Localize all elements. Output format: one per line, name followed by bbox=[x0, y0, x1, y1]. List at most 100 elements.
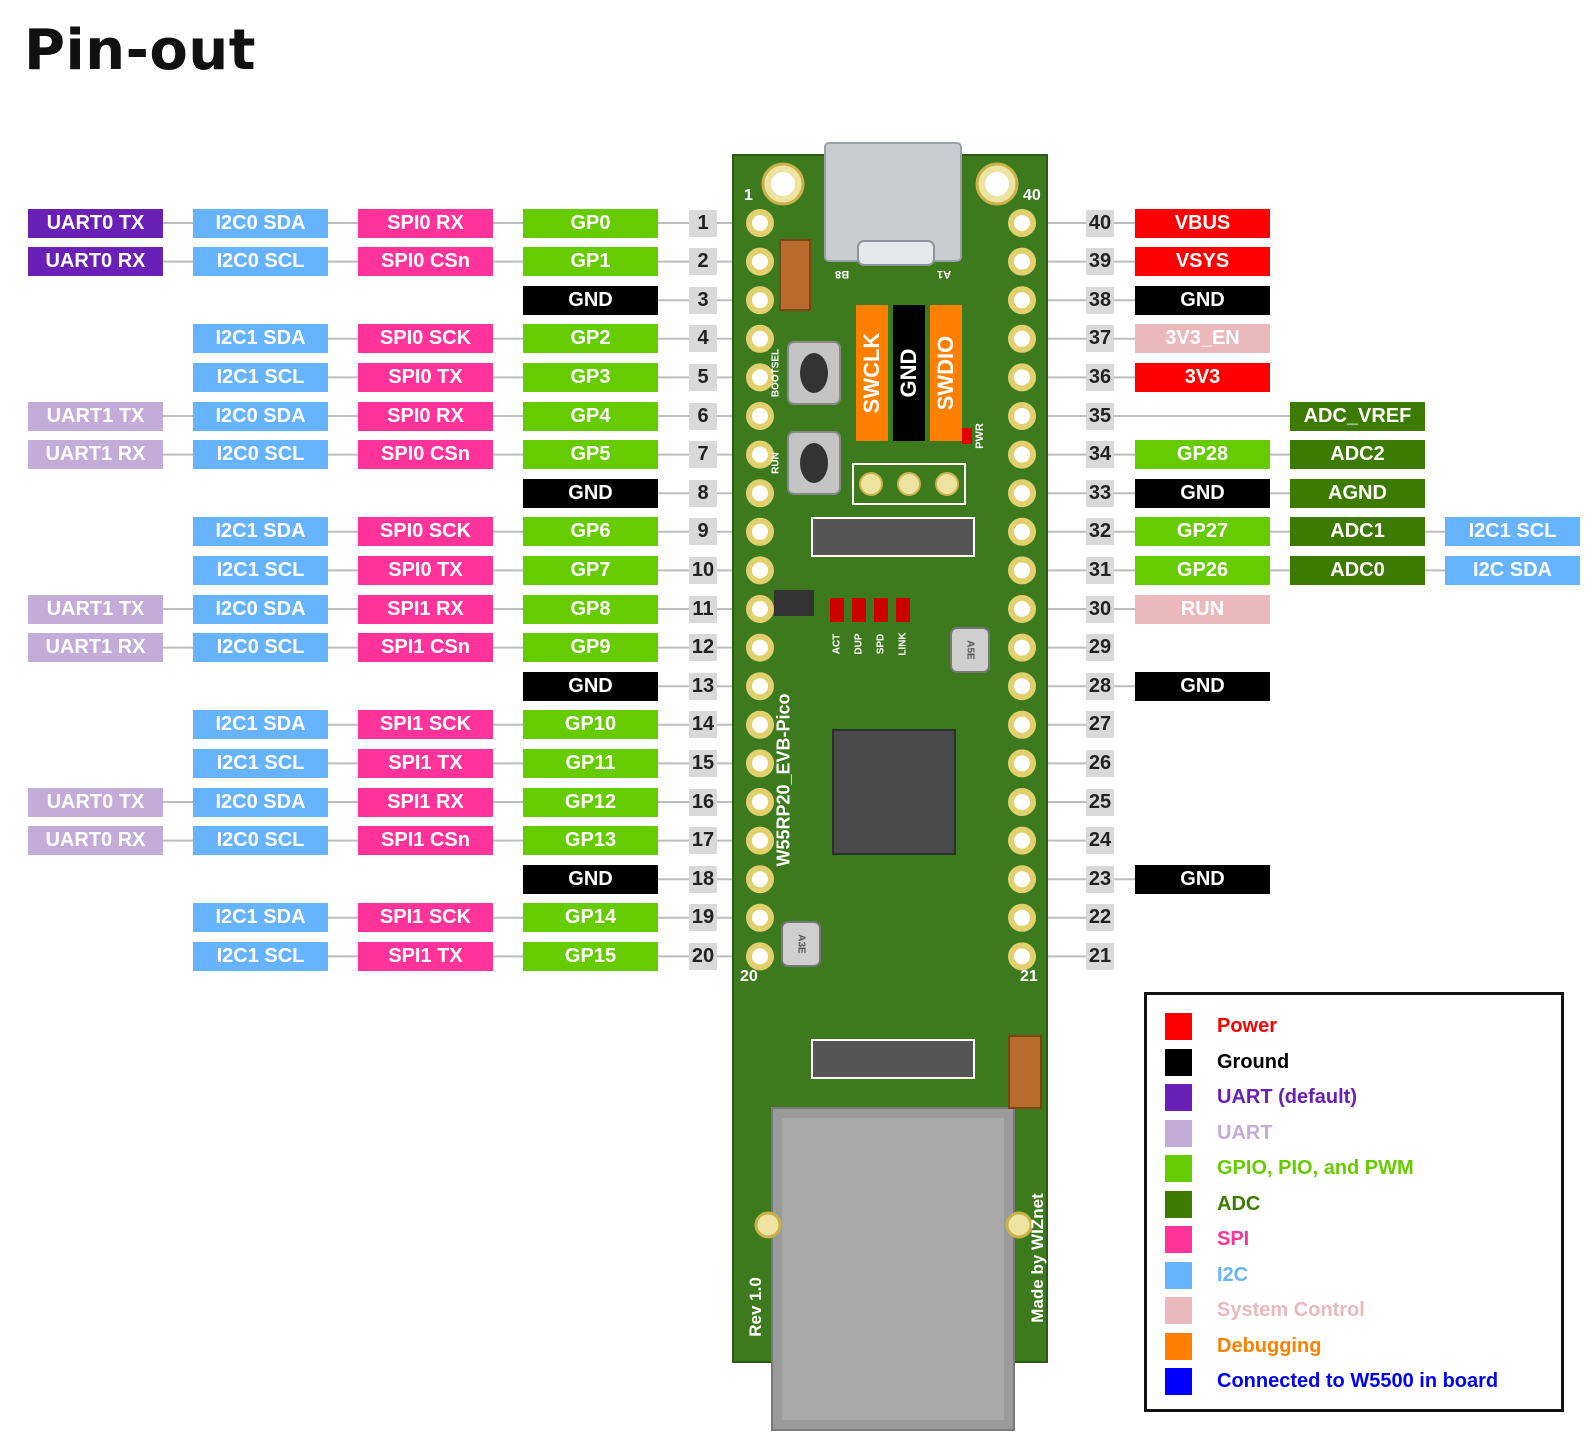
pin-pads bbox=[746, 209, 1036, 971]
legend-label: Power bbox=[1217, 1015, 1278, 1037]
pin-number: 39 bbox=[1086, 248, 1114, 276]
pin-label: I2C0 SDA bbox=[193, 787, 328, 817]
pin-pad bbox=[746, 402, 774, 430]
debug-swdio-bar bbox=[930, 305, 962, 441]
pin-label: I2C1 SCL bbox=[1445, 517, 1580, 547]
pin-pad bbox=[1008, 788, 1036, 816]
pin-pad bbox=[746, 209, 774, 237]
pin-pad bbox=[746, 324, 774, 353]
legend-swatch bbox=[1165, 1084, 1192, 1111]
pin-number: 5 bbox=[689, 363, 717, 391]
pin-label: VSYS bbox=[1135, 247, 1270, 277]
legend-swatch bbox=[1165, 1155, 1192, 1182]
header-bottom bbox=[811, 1039, 975, 1079]
pin-pad bbox=[746, 556, 774, 585]
mount-hole-bottom-left bbox=[754, 1211, 782, 1239]
legend-swatch bbox=[1165, 1226, 1192, 1253]
pin-label: UART0 TX bbox=[28, 208, 163, 238]
usb-c-port bbox=[857, 240, 935, 266]
board-revision: Rev 1.0 bbox=[746, 1277, 765, 1337]
pin-label: SPI0 RX bbox=[358, 208, 493, 238]
pin-label: UART0 RX bbox=[28, 826, 163, 856]
pin-number: 34 bbox=[1086, 441, 1114, 469]
bootsel-label: BOOTSEL bbox=[770, 348, 782, 398]
legend-label: System Control bbox=[1217, 1299, 1365, 1321]
pin-label: I2C1 SCL bbox=[193, 748, 328, 778]
mount-hole-bottom-right bbox=[1005, 1211, 1033, 1239]
pin-label: I2C1 SDA bbox=[193, 903, 328, 933]
legend-label: UART (default) bbox=[1217, 1086, 1357, 1108]
pin-number: 9 bbox=[689, 518, 717, 546]
status-led-dup bbox=[852, 598, 866, 622]
main-chip-w55rp20 bbox=[832, 729, 956, 855]
pin-label: GND bbox=[523, 478, 658, 508]
pin-label: UART0 TX bbox=[28, 787, 163, 817]
debug-swclk-bar bbox=[856, 305, 888, 441]
pin-pad bbox=[746, 247, 774, 276]
pin-pad bbox=[746, 440, 774, 469]
usb-mark-b8: B8 bbox=[835, 268, 850, 280]
status-led-spd bbox=[874, 598, 888, 622]
pin-label: I2C0 SDA bbox=[193, 594, 328, 624]
board-corner-label-1: 1 bbox=[744, 187, 753, 204]
usb-mark-a1: A1 bbox=[937, 268, 952, 280]
pin-label: GP0 bbox=[523, 208, 658, 238]
pin-label: GP6 bbox=[523, 517, 658, 547]
crystal-mark-top: A5E bbox=[964, 640, 976, 660]
pin-label: I2C1 SCL bbox=[193, 941, 328, 971]
pin-pad bbox=[1008, 363, 1036, 392]
pin-pad bbox=[746, 942, 774, 971]
debug-label-gnd: GND bbox=[896, 348, 921, 398]
pin-label: SPI1 CSn bbox=[358, 826, 493, 856]
led-label-spd: SPD bbox=[875, 633, 887, 655]
pin-pad bbox=[746, 286, 774, 315]
capacitor-top bbox=[779, 239, 811, 311]
pwr-label: PWR bbox=[974, 423, 986, 449]
pin-label: UART1 RX bbox=[28, 633, 163, 663]
run-label: RUN bbox=[770, 452, 782, 474]
pin-label: SPI0 CSn bbox=[358, 247, 493, 277]
pin-label: I2C0 SDA bbox=[193, 401, 328, 431]
pin-label: I2C0 SCL bbox=[193, 247, 328, 277]
pin-label: I2C0 SCL bbox=[193, 440, 328, 470]
pin-label: UART1 TX bbox=[28, 401, 163, 431]
legend-label: SPI bbox=[1217, 1228, 1250, 1250]
pin-pad bbox=[1008, 402, 1036, 430]
power-led bbox=[962, 428, 972, 444]
pin-label: GP28 bbox=[1135, 440, 1270, 470]
pin-label: GND bbox=[1135, 285, 1270, 315]
board-maker: Made by WIZnet bbox=[1028, 1193, 1047, 1323]
pin-number: 27 bbox=[1086, 711, 1114, 739]
pin-label: ADC0 bbox=[1290, 555, 1425, 585]
pin-pad bbox=[746, 788, 774, 816]
pin-pad bbox=[746, 633, 774, 662]
pin-number: 33 bbox=[1086, 479, 1114, 507]
pin-label: ADC1 bbox=[1290, 517, 1425, 547]
pin-number: 26 bbox=[1086, 749, 1114, 777]
debug-header-box bbox=[852, 463, 966, 505]
pin-pad bbox=[1008, 479, 1036, 508]
crystal-bottom bbox=[781, 921, 821, 967]
pin-pad bbox=[1008, 826, 1036, 855]
pin-number: 17 bbox=[689, 827, 717, 855]
pin-label: I2C1 SDA bbox=[193, 324, 328, 354]
pin-pad bbox=[1008, 749, 1036, 778]
pin-label: GP5 bbox=[523, 440, 658, 470]
pin-label: UART0 RX bbox=[28, 247, 163, 277]
pin-pad bbox=[746, 479, 774, 508]
pin-number: 6 bbox=[689, 402, 717, 430]
legend-label: GPIO, PIO, and PWM bbox=[1217, 1157, 1414, 1179]
status-led-link bbox=[896, 598, 910, 622]
pin-label: SPI1 RX bbox=[358, 787, 493, 817]
pin-number: 19 bbox=[689, 904, 717, 932]
legend-swatch bbox=[1165, 1297, 1192, 1324]
pin-pad bbox=[1008, 324, 1036, 353]
pin-number: 13 bbox=[689, 672, 717, 700]
pin-pad bbox=[1008, 209, 1036, 237]
legend-swatch bbox=[1165, 1119, 1192, 1147]
legend-swatch bbox=[1165, 1332, 1192, 1360]
pin-label: GP1 bbox=[523, 247, 658, 277]
pin-label: SPI1 TX bbox=[358, 941, 493, 971]
capacitor-bottom bbox=[1008, 1035, 1042, 1109]
